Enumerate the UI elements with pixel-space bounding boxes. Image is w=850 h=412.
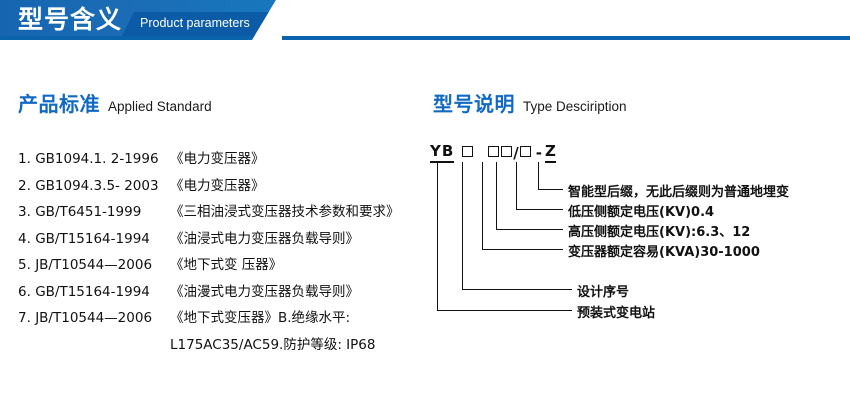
banner-underline-rule <box>0 36 850 40</box>
standards-list: 1. GB1094.1. 2-1996 《电力变压器》 2. GB1094.3.… <box>18 146 428 358</box>
leader-hline-lv <box>516 209 563 210</box>
standard-index: 3. <box>18 204 31 220</box>
list-item: 7. JB/T10544—2006 《地下式变压器》B.绝缘水平: <box>18 305 428 332</box>
standard-number: GB/T15164-1994 <box>35 283 150 300</box>
applied-standard-heading: 产品标准 Applied Standard <box>18 88 212 117</box>
callout-label-lv: 低压侧额定电压(KV)0.4 <box>568 205 715 220</box>
standard-index: 4. <box>18 230 31 247</box>
type-code-diagram: YB /-Z 智能型后缀，无此后缀则为普通地埋变 低压侧额定电压(KV)0.4 高… <box>425 142 850 342</box>
code-box-lv <box>519 146 531 157</box>
standard-title: 《地下式变压器》B.绝缘水平: <box>170 310 351 326</box>
callout-label-hv: 高压侧额定电压(KV):6.3、12 <box>568 225 751 240</box>
list-item: 6. GB/T15164-1994 《油漫式电力变压器负载导则》 <box>18 279 428 306</box>
standard-continuation-line: L175AC35/AC59.防护等级: IP68 <box>170 336 376 353</box>
standard-number: GB1094.3.5- 2003 <box>35 177 159 194</box>
standard-code: 4. GB/T15164-1994 <box>18 226 170 253</box>
applied-standard-heading-cn: 产品标准 <box>18 92 100 116</box>
leader-vline-lv <box>516 162 517 209</box>
code-box-design <box>462 146 474 157</box>
callout-label-capacity: 变压器额定容易(KVA)30-1000 <box>568 245 760 260</box>
leader-hline-capacity <box>482 249 563 250</box>
banner-title-cn: 型号含义 <box>18 5 123 34</box>
leader-hline-station <box>437 310 572 311</box>
standard-code: 5. JB/T10544—2006 <box>18 252 170 279</box>
type-code-string: YB /-Z <box>430 142 556 164</box>
code-dash: - <box>535 143 543 162</box>
applied-standard-heading-en: Applied Standard <box>108 99 212 114</box>
standard-code: 1. GB1094.1. 2-1996 <box>18 146 170 173</box>
standard-number: JB/T10544—2006 <box>35 257 153 273</box>
standard-title: 《电力变压器》 <box>170 177 265 194</box>
type-description-heading-cn: 型号说明 <box>433 92 515 116</box>
standard-code: 6. GB/T15164-1994 <box>18 279 170 306</box>
list-item: 5. JB/T10544—2006 《地下式变 压器》 <box>18 252 428 279</box>
callout-label-suffix: 智能型后缀，无此后缀则为普通地埋变 <box>568 185 790 200</box>
standard-number: GB/T6451-1999 <box>35 204 142 220</box>
leader-vline-suffix <box>538 162 539 189</box>
standard-index: 2. <box>18 177 31 194</box>
standard-code: 3. GB/T6451-1999 <box>18 199 170 226</box>
standard-index: 7. <box>18 310 31 326</box>
code-prefix-yb: YB <box>430 142 455 163</box>
leader-hline-hv <box>496 229 563 230</box>
list-item: 3. GB/T6451-1999 《三相油浸式变压器技术参数和要求》 <box>18 199 428 226</box>
leader-hline-design <box>462 289 572 290</box>
leader-vline-hv <box>496 162 497 229</box>
code-suffix-z: Z <box>545 142 556 163</box>
type-description-heading-en: Type Desciription <box>523 99 627 114</box>
callout-label-station: 预装式变电站 <box>577 306 656 321</box>
leader-vline-station <box>437 162 438 310</box>
list-item: 2. GB1094.3.5- 2003 《电力变压器》 <box>18 173 428 200</box>
standard-title: 《电力变压器》 <box>170 151 265 167</box>
standard-number: GB1094.1. 2-1996 <box>35 151 159 167</box>
code-box-capacity-1 <box>488 146 500 157</box>
standard-number: GB/T15164-1994 <box>35 230 150 247</box>
code-box-capacity-2 <box>501 146 513 157</box>
standard-index: 5. <box>18 257 31 273</box>
leader-hline-suffix <box>538 189 563 190</box>
banner-title-en: Product parameters <box>140 16 250 30</box>
standard-title: 《三相油浸式变压器技术参数和要求》 <box>170 204 400 220</box>
list-item: 4. GB/T15164-1994 《油浸式电力变压器负载导则》 <box>18 226 428 253</box>
callout-label-design: 设计序号 <box>577 285 630 300</box>
standard-index: 1. <box>18 151 31 167</box>
standard-number: JB/T10544—2006 <box>35 310 153 326</box>
standard-title: 《地下式变 压器》 <box>170 257 283 273</box>
standard-index: 6. <box>18 283 31 300</box>
standard-title: 《油漫式电力变压器负载导则》 <box>170 283 359 300</box>
standard-code: 7. JB/T10544—2006 <box>18 305 170 332</box>
type-description-heading: 型号说明 Type Desciription <box>433 88 627 117</box>
code-slash: / <box>513 143 519 162</box>
leader-vline-capacity <box>482 162 483 249</box>
banner-accent-tab <box>120 12 280 40</box>
standard-code: 2. GB1094.3.5- 2003 <box>18 173 170 200</box>
standard-title: 《油浸式电力变压器负载导则》 <box>170 230 359 247</box>
page-banner: 型号含义 Product parameters <box>0 0 850 48</box>
list-item: 1. GB1094.1. 2-1996 《电力变压器》 <box>18 146 428 173</box>
leader-vline-design <box>462 162 463 289</box>
